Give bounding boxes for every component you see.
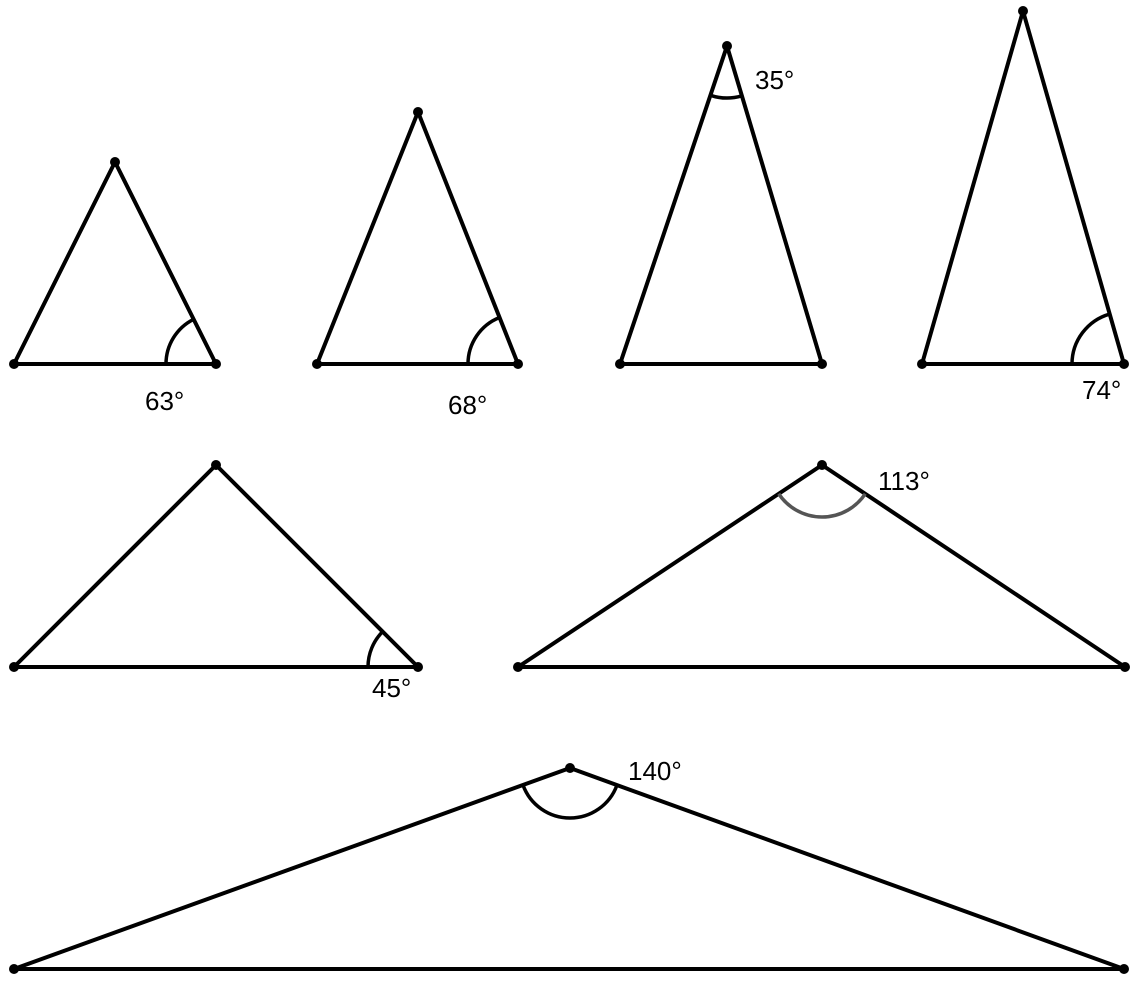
angle-label: 68° [448, 390, 487, 420]
angle-label: 63° [145, 386, 184, 416]
vertex-dot [9, 964, 19, 974]
vertex-dot [1119, 359, 1129, 369]
vertex-dot [1119, 964, 1129, 974]
angle-arc [164, 317, 195, 365]
vertex-dot [9, 662, 19, 672]
angle-arc [1070, 312, 1111, 365]
triangle-edges [315, 110, 520, 366]
triangle-edges [12, 463, 420, 669]
vertex-dot [565, 763, 575, 773]
vertex-dot [722, 41, 732, 51]
triangle-3: 35° [615, 41, 827, 369]
vertex-dot [817, 359, 827, 369]
angle-arc [521, 784, 619, 820]
vertex-dot [513, 662, 523, 672]
triangle-1: 63° [9, 157, 221, 416]
vertex-dot [513, 359, 523, 369]
vertex-dot [211, 460, 221, 470]
angle-label: 140° [628, 756, 682, 786]
vertex-dot [312, 359, 322, 369]
triangle-edges [516, 463, 1127, 669]
angle-label: 35° [755, 65, 794, 95]
angle-arc [366, 630, 384, 668]
vertex-dot [615, 359, 625, 369]
triangle-2: 68° [312, 107, 523, 420]
vertex-dot [110, 157, 120, 167]
vertex-dot [1120, 662, 1130, 672]
vertex-dot [1018, 6, 1028, 16]
triangle-6: 113° [513, 460, 1130, 672]
angle-arc [777, 492, 867, 519]
vertex-dot [917, 359, 927, 369]
triangle-edges [920, 9, 1126, 366]
triangle-edges [618, 44, 824, 366]
vertex-dot [817, 460, 827, 470]
vertex-dot [211, 359, 221, 369]
angle-arc [466, 315, 501, 365]
angle-label: 113° [878, 466, 930, 496]
angle-label: 74° [1082, 375, 1121, 405]
triangle-7: 140° [9, 756, 1129, 974]
triangle-edges [12, 766, 1126, 971]
angle-label: 45° [372, 673, 411, 703]
vertex-dot [413, 107, 423, 117]
triangle-edges [12, 160, 218, 366]
angle-arc [709, 93, 743, 100]
triangle-5: 45° [9, 460, 423, 703]
vertex-dot [9, 359, 19, 369]
vertex-dot [413, 662, 423, 672]
triangle-4: 74° [917, 6, 1129, 405]
